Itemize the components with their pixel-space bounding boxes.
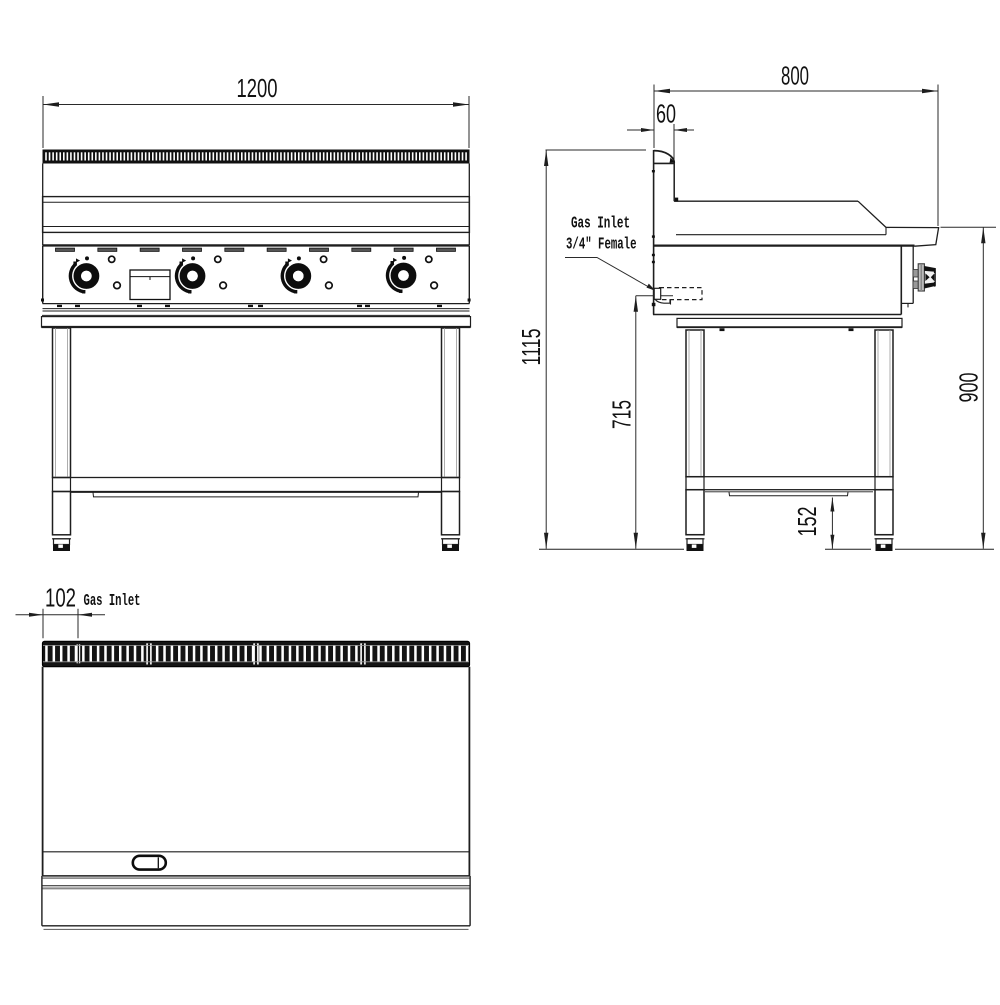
svg-text:800: 800	[781, 63, 809, 91]
svg-text:Gas Inlet: Gas Inlet	[571, 214, 630, 233]
svg-text:1200: 1200	[237, 75, 278, 103]
svg-text:715: 715	[609, 400, 637, 429]
svg-text:102: 102	[45, 585, 76, 613]
svg-text:152: 152	[794, 507, 822, 537]
svg-text:900: 900	[956, 373, 984, 403]
svg-text:60: 60	[656, 101, 676, 129]
svg-text:3/4" Female: 3/4" Female	[566, 235, 637, 254]
svg-text:1115: 1115	[518, 329, 546, 366]
svg-text:Gas Inlet: Gas Inlet	[84, 591, 141, 610]
